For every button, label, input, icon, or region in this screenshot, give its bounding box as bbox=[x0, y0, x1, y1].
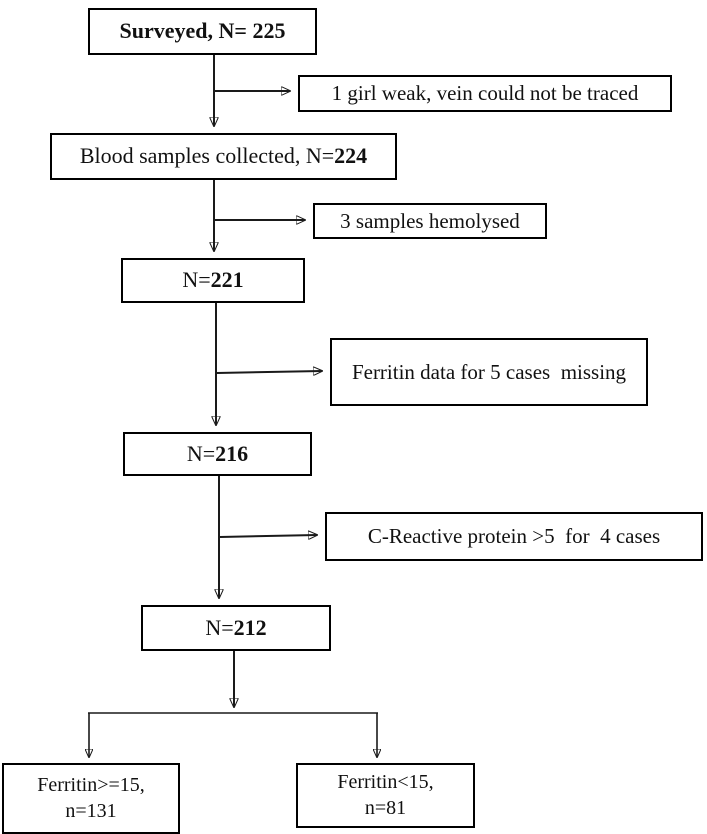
node-n221-label: N=221 bbox=[176, 266, 249, 294]
node-n212-label: N=212 bbox=[199, 614, 272, 642]
node-n216-label: N=216 bbox=[181, 440, 254, 468]
node-exclusion-1-label: 1 girl weak, vein could not be traced bbox=[331, 81, 639, 106]
node-outcome-ferritin-low-label: Ferritin<15, n=81 bbox=[331, 770, 439, 821]
node-surveyed-text: Surveyed, N= 225 bbox=[119, 18, 286, 44]
node-surveyed-label: Surveyed, N= 225 bbox=[114, 17, 292, 45]
node-outcome-ferritin-high-line1: Ferritin>=15, bbox=[37, 773, 145, 796]
node-exclusion-2: 3 samples hemolysed bbox=[313, 203, 547, 239]
node-outcome-ferritin-high: Ferritin>=15, n=131 bbox=[2, 763, 180, 834]
connector-exclusion-3 bbox=[216, 371, 322, 373]
node-outcome-ferritin-low-line1: Ferritin<15, bbox=[337, 770, 434, 793]
node-blood-samples-text: Blood samples collected, N= bbox=[79, 143, 335, 169]
node-n212: N=212 bbox=[141, 605, 331, 651]
node-outcome-ferritin-low-line2: n=81 bbox=[364, 796, 407, 819]
node-outcome-ferritin-high-line2: n=131 bbox=[65, 799, 117, 822]
node-n221-text: N= bbox=[182, 267, 211, 293]
node-n216: N=216 bbox=[123, 432, 312, 476]
node-exclusion-1: 1 girl weak, vein could not be traced bbox=[298, 75, 672, 112]
node-n212-count: 212 bbox=[233, 614, 267, 640]
node-n216-count: 216 bbox=[215, 440, 249, 466]
node-exclusion-3-label: Ferritin data for 5 cases missing bbox=[351, 359, 627, 384]
connector-exclusion-4 bbox=[219, 535, 317, 537]
node-n216-text: N= bbox=[186, 440, 216, 466]
node-outcome-ferritin-high-label: Ferritin>=15, n=131 bbox=[31, 773, 151, 824]
node-exclusion-2-label: 3 samples hemolysed bbox=[340, 208, 520, 233]
node-n221: N=221 bbox=[121, 258, 305, 303]
node-n212-text: N= bbox=[205, 614, 234, 640]
node-exclusion-3: Ferritin data for 5 cases missing bbox=[330, 338, 648, 406]
node-blood-samples-count: 224 bbox=[334, 143, 368, 169]
node-surveyed: Surveyed, N= 225 bbox=[88, 8, 317, 55]
node-blood-samples: Blood samples collected, N=224 bbox=[50, 133, 397, 180]
node-exclusion-4-label: C-Reactive protein >5 for 4 cases bbox=[367, 524, 661, 549]
node-outcome-ferritin-low: Ferritin<15, n=81 bbox=[296, 763, 475, 828]
node-blood-samples-label: Blood samples collected, N=224 bbox=[74, 142, 373, 170]
node-exclusion-4: C-Reactive protein >5 for 4 cases bbox=[325, 512, 703, 561]
node-n221-count: 221 bbox=[210, 267, 244, 293]
